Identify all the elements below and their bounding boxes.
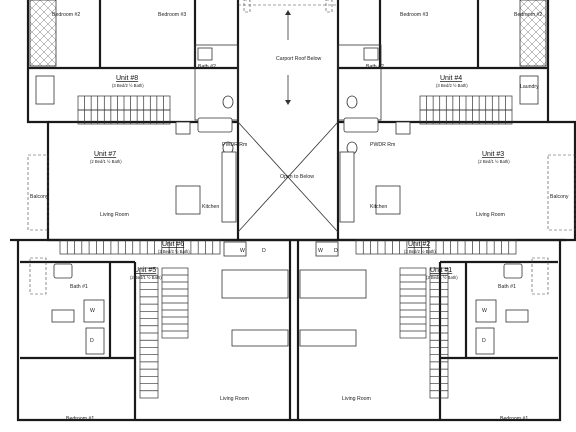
carport-roof-area: [238, 0, 338, 105]
label-bedroom-1-r: Bedroom #1: [500, 416, 528, 422]
label-kitchen-r: Kitchen: [370, 204, 387, 210]
stairs: [59, 95, 517, 399]
label-bedroom-1-l: Bedroom #1: [66, 416, 94, 422]
unit-4-desc: (3 Bed/2 ½ Bath): [436, 83, 468, 88]
unit-7-desc: (2 Bed/1 ½ Bath): [90, 159, 122, 164]
washer-label-ll: W: [90, 308, 95, 314]
label-balcony-r: Balcony: [550, 194, 569, 200]
unit-1-name: Unit #1: [430, 267, 452, 274]
unit-1-desc: (2 Bed/1 ½ Bath): [426, 275, 458, 280]
unit-7-name: Unit #7: [94, 151, 116, 158]
fixtures: [35, 47, 539, 355]
label-powder-l: PWDR Rm: [222, 142, 247, 148]
unit-6-desc: (3 Bed/2 ½ Bath): [158, 249, 190, 254]
label-laundry: Laundry: [520, 84, 539, 90]
label-bedroom-2-tr: Bedroom #2: [514, 12, 542, 18]
label-bath-2-l: Bath #2: [198, 64, 216, 70]
label-living-lr: Living Room: [342, 396, 371, 402]
structural-walls: [10, 0, 576, 422]
unit-5-desc: (2 Bed/1 ½ Bath): [130, 275, 162, 280]
label-bath-1-r: Bath #1: [498, 284, 516, 290]
label-balcony-l: Balcony: [30, 194, 49, 200]
unit-4-name: Unit #4: [440, 75, 462, 82]
washer-dryer-labels: W D W D W D W D: [90, 248, 487, 344]
label-bedroom-2-tl: Bedroom #2: [52, 12, 80, 18]
label-kitchen-l: Kitchen: [202, 204, 219, 210]
washer-label-r: W: [318, 248, 323, 254]
dryer-label-ll: D: [90, 338, 94, 344]
label-bath-2-r: Bath #2: [366, 64, 384, 70]
washer-label-l: W: [240, 248, 245, 254]
unit-3-name: Unit #3: [482, 151, 504, 158]
unit-labels: Unit #8 (3 Bed/2 ½ Bath) Unit #4 (3 Bed/…: [90, 75, 510, 280]
dryer-label-l: D: [262, 248, 266, 254]
label-carport: Carport Roof Below: [276, 56, 322, 62]
dryer-label-lr: D: [482, 338, 486, 344]
balconies: [27, 154, 576, 295]
label-living-ll: Living Room: [220, 396, 249, 402]
label-bath-1-l: Bath #1: [70, 284, 88, 290]
unit-5-name: Unit #5: [134, 267, 156, 274]
label-open-below: Open to Below: [280, 174, 314, 180]
unit-3-desc: (2 Bed/1 ½ Bath): [478, 159, 510, 164]
label-powder-r: PWDR Rm: [370, 142, 395, 148]
dryer-label-r: D: [334, 248, 338, 254]
room-labels: Bedroom #2 Bedroom #3 Bedroom #3 Bedroom…: [30, 12, 569, 422]
unit-2-desc: (3 Bed/2 ½ Bath): [404, 249, 436, 254]
open-to-below-area: [237, 121, 339, 233]
label-living-ur: Living Room: [476, 212, 505, 218]
unit-8-desc: (3 Bed/2 ½ Bath): [112, 83, 144, 88]
label-living-ul: Living Room: [100, 212, 129, 218]
label-bedroom-3-tl: Bedroom #3: [158, 12, 186, 18]
washer-label-lr: W: [482, 308, 487, 314]
unit-2-name: Unit #2: [408, 241, 430, 248]
hatched-closets: [29, 0, 547, 67]
unit-6-name: Unit #6: [162, 241, 184, 248]
label-bedroom-3-tr: Bedroom #3: [400, 12, 428, 18]
unit-8-name: Unit #8: [116, 75, 138, 82]
